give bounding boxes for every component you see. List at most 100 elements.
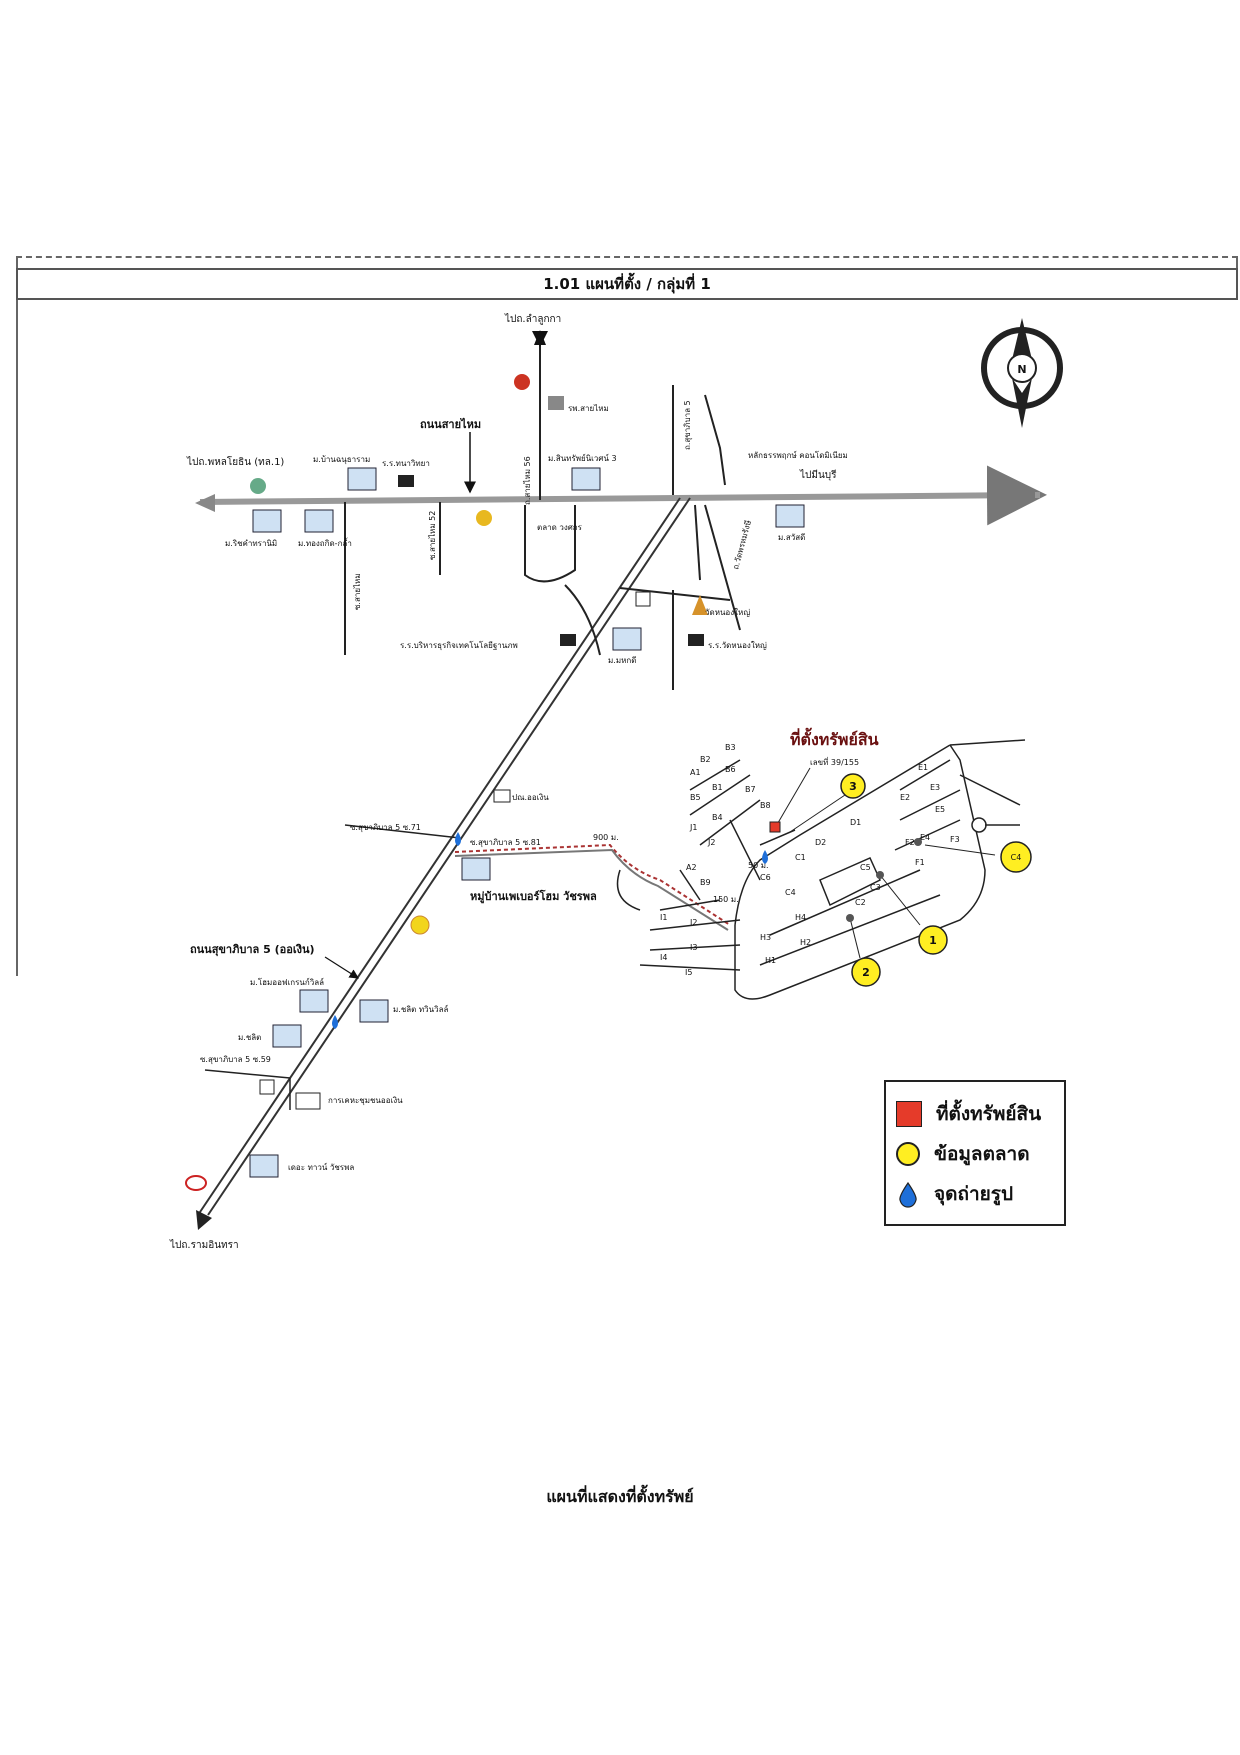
temple-icon [692, 595, 708, 615]
svg-text:A2: A2 [686, 863, 697, 872]
svg-text:F1: F1 [915, 858, 925, 867]
building-icon [359, 999, 389, 1023]
drop-icon [896, 1181, 920, 1208]
svg-text:H2: H2 [800, 938, 811, 947]
building-icon [299, 989, 329, 1013]
svg-text:เลขที่ 39/155: เลขที่ 39/155 [810, 756, 859, 767]
svg-text:B3: B3 [725, 743, 736, 752]
svg-text:C1: C1 [795, 853, 806, 862]
legend-item-property: ที่ตั้งทรัพย์สิน [896, 1094, 1054, 1134]
frame-left-border [16, 256, 18, 976]
svg-text:ซ.สายไหม 52: ซ.สายไหม 52 [428, 511, 437, 560]
svg-text:B5: B5 [690, 793, 701, 802]
legend-item-market: ข้อมูลตลาด [896, 1134, 1054, 1174]
svg-text:1: 1 [929, 934, 937, 947]
svg-text:ร.ร.วัดหนองใหญ่: ร.ร.วัดหนองใหญ่ [708, 641, 767, 650]
market-data-marker-1: 1 [879, 874, 948, 955]
building-icon [775, 504, 805, 528]
market-data-marker-3: 3 [789, 773, 866, 833]
svg-text:E2: E2 [900, 793, 910, 802]
svg-text:รพ.สายไหม: รพ.สายไหม [568, 404, 609, 413]
svg-text:F2: F2 [905, 838, 915, 847]
svg-text:H3: H3 [760, 933, 771, 942]
ptt-icon [250, 478, 266, 494]
svg-text:H1: H1 [765, 956, 776, 965]
location-map: A1 B1 B2 B3 B4 B5 B6 B7 B8 C1 C2 C3 C4 C… [169, 313, 1063, 1251]
svg-text:ม.ริชคำทรานิมิ: ม.ริชคำทรานิมิ [225, 539, 277, 548]
svg-text:B9: B9 [700, 878, 711, 887]
building-icon [571, 467, 601, 491]
svg-text:ซ.สุขาภิบาล 5 ซ.71: ซ.สุขาภิบาล 5 ซ.71 [350, 823, 421, 832]
svg-text:ถนนสายไหม: ถนนสายไหม [420, 417, 481, 431]
svg-text:ถ.วัดพรหมรังษี: ถ.วัดพรหมรังษี [731, 519, 753, 570]
photo-point-icon [332, 832, 768, 1029]
svg-text:150 ม.: 150 ม. [713, 895, 739, 904]
main-road-west-arrow [195, 494, 215, 512]
map-legend: ที่ตั้งทรัพย์สิน ข้อมูลตลาด จุดถ่ายรูป [884, 1080, 1066, 1226]
svg-text:C5: C5 [860, 863, 871, 872]
property-marker [769, 821, 781, 833]
svg-text:ร.ร.ทนาวิทยา: ร.ร.ทนาวิทยา [382, 459, 430, 468]
svg-text:I1: I1 [660, 913, 667, 922]
svg-text:ม.สวัสดี: ม.สวัสดี [778, 533, 805, 542]
svg-text:ที่ตั้งทรัพย์สิน: ที่ตั้งทรัพย์สิน [790, 727, 879, 749]
svg-text:E3: E3 [930, 783, 940, 792]
svg-text:B4: B4 [712, 813, 723, 822]
svg-text:ม.สินทรัพย์นิเวศน์ 3: ม.สินทรัพย์นิเวศน์ 3 [548, 453, 617, 463]
market-data-marker-c4: C4 [924, 841, 1032, 873]
svg-text:3: 3 [849, 780, 857, 793]
svg-text:J1: J1 [689, 823, 697, 832]
building-icon [347, 467, 377, 491]
building-icon [252, 509, 282, 533]
square-icon [896, 1101, 922, 1127]
toyota-icon [185, 1175, 207, 1191]
svg-text:C4: C4 [785, 888, 796, 897]
svg-text:2: 2 [862, 966, 870, 979]
legend-label: ที่ตั้งทรัพย์สิน [936, 1103, 1042, 1125]
svg-text:C2: C2 [855, 898, 866, 907]
legend-label: ข้อมูลตลาด [934, 1143, 1030, 1165]
svg-text:ซ.สุขาภิบาล 5 ซ.59: ซ.สุขาภิบาล 5 ซ.59 [200, 1055, 271, 1064]
svg-text:หลักธรรพฤกษ์ คอนโดมิเนียม: หลักธรรพฤกษ์ คอนโดมิเนียม [748, 450, 848, 460]
svg-text:900 ม.: 900 ม. [593, 833, 619, 842]
svg-text:การเคหะชุมชนออเงิน: การเคหะชุมชนออเงิน [328, 1096, 403, 1105]
svg-text:ปณ.ออเงิน: ปณ.ออเงิน [512, 793, 549, 802]
svg-text:A1: A1 [690, 768, 701, 777]
svg-text:C4: C4 [1011, 853, 1022, 862]
bank-icon [476, 510, 492, 526]
hospital-icon [548, 396, 564, 410]
svg-text:ม.ทองถกิด-กล้ำ: ม.ทองถกิด-กล้ำ [298, 537, 352, 548]
page-title: 1.01 แผนที่ตั้ง / กลุ่มที่ 1 [16, 268, 1238, 300]
svg-text:B6: B6 [725, 765, 736, 774]
svg-text:ตลาด วงศกร: ตลาด วงศกร [537, 523, 583, 532]
svg-text:ถนนสุขาภิบาล 5 (ออเงิน): ถนนสุขาภิบาล 5 (ออเงิน) [190, 943, 315, 957]
legend-label: จุดถ่ายรูป [934, 1183, 1014, 1205]
svg-text:ซ.สุขาภิบาล 5 ซ.81: ซ.สุขาภิบาล 5 ซ.81 [470, 838, 541, 847]
svg-text:B1: B1 [712, 783, 723, 792]
svg-text:I3: I3 [690, 943, 697, 952]
legend-item-photo: จุดถ่ายรูป [896, 1174, 1054, 1214]
sukhaphiban-road-line [207, 497, 691, 1216]
svg-text:C3: C3 [870, 883, 881, 892]
map-caption: แผนที่แสดงที่ตั้งทรัพย์ [546, 1487, 694, 1506]
svg-text:ถ.สายไหม 56: ถ.สายไหม 56 [523, 456, 532, 505]
building-icon [304, 509, 334, 533]
svg-text:ม.ชลิต: ม.ชลิต [238, 1033, 261, 1042]
svg-text:50 ม.: 50 ม. [748, 861, 769, 870]
svg-text:ไปมีนบุรี: ไปมีนบุรี [799, 469, 837, 481]
main-road-line [199, 465, 1047, 526]
seven-eleven-icon [259, 1079, 275, 1095]
svg-text:ไปถ.พหลโยธิน (ทล.1): ไปถ.พหลโยธิน (ทล.1) [186, 455, 284, 468]
svg-text:วัดหนองใหญ่: วัดหนองใหญ่ [705, 608, 750, 617]
svg-text:J2: J2 [707, 838, 715, 847]
svg-text:H4: H4 [795, 913, 806, 922]
post-office-icon [493, 789, 511, 803]
svg-text:ไปถ.รามอินทรา: ไปถ.รามอินทรา [169, 1239, 239, 1251]
svg-text:ร.ร.บริหารธุรกิจเทคโนโลยีฐานภพ: ร.ร.บริหารธุรกิจเทคโนโลยีฐานภพ [400, 640, 518, 650]
svg-text:ม.มหกดี: ม.มหกดี [608, 656, 636, 665]
svg-text:หมู่บ้านเพเบอร์โฮม วัชรพล: หมู่บ้านเพเบอร์โฮม วัชรพล [470, 889, 597, 904]
svg-text:I4: I4 [660, 953, 667, 962]
svg-text:ไปถ.ลำลูกกา: ไปถ.ลำลูกกา [504, 313, 561, 325]
plot-labels: A1 B1 B2 B3 B4 B5 B6 B7 B8 C1 C2 C3 C4 C… [660, 743, 960, 977]
building-icon [612, 627, 642, 651]
